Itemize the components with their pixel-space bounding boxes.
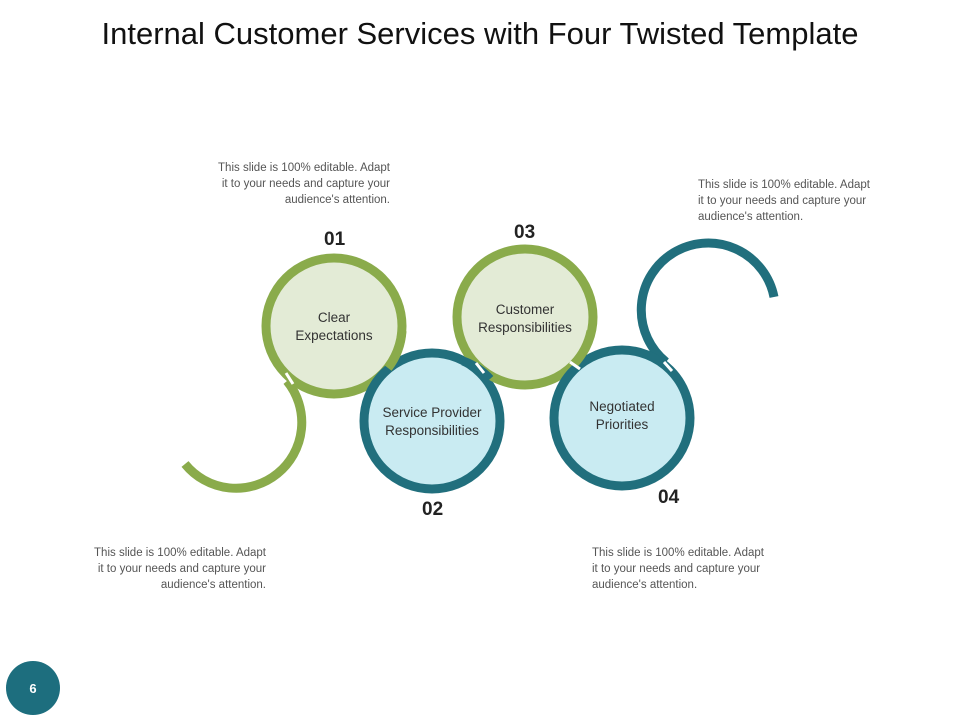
step-label-04: Negotiated Priorities <box>589 399 655 432</box>
step-number-04: 04 <box>658 487 680 508</box>
page-number-badge: 6 <box>6 661 60 715</box>
circle-02-twist-segment <box>461 356 494 383</box>
page-number: 6 <box>29 680 37 696</box>
circle-04 <box>549 345 695 491</box>
circle-03-twist-segment <box>570 329 596 368</box>
step-number-01: 01 <box>324 229 346 250</box>
step-number-02: 02 <box>422 499 444 520</box>
description-bottom-left: This slide is 100% editable. Adapt it to… <box>94 547 266 591</box>
step-label-01: Clear Expectations <box>295 310 373 343</box>
description-bottom-right: This slide is 100% editable. Adapt it to… <box>592 547 764 591</box>
circle-01 <box>261 253 407 399</box>
left-tail-arc <box>181 378 307 493</box>
step-label-03: Customer Responsibilities <box>478 302 572 335</box>
slide-title: Internal Customer Services with Four Twi… <box>101 16 859 51</box>
right-tail-arc <box>636 238 779 366</box>
circle-02 <box>359 348 505 494</box>
circle-03 <box>452 244 598 390</box>
step-label-02: Service Provider Responsibilities <box>382 405 482 438</box>
description-top-left: This slide is 100% editable. Adapt it to… <box>218 162 390 206</box>
step-number-03: 03 <box>514 222 536 243</box>
description-top-right: This slide is 100% editable. Adapt it to… <box>698 179 870 223</box>
circle-01-twist-segment <box>384 330 407 371</box>
